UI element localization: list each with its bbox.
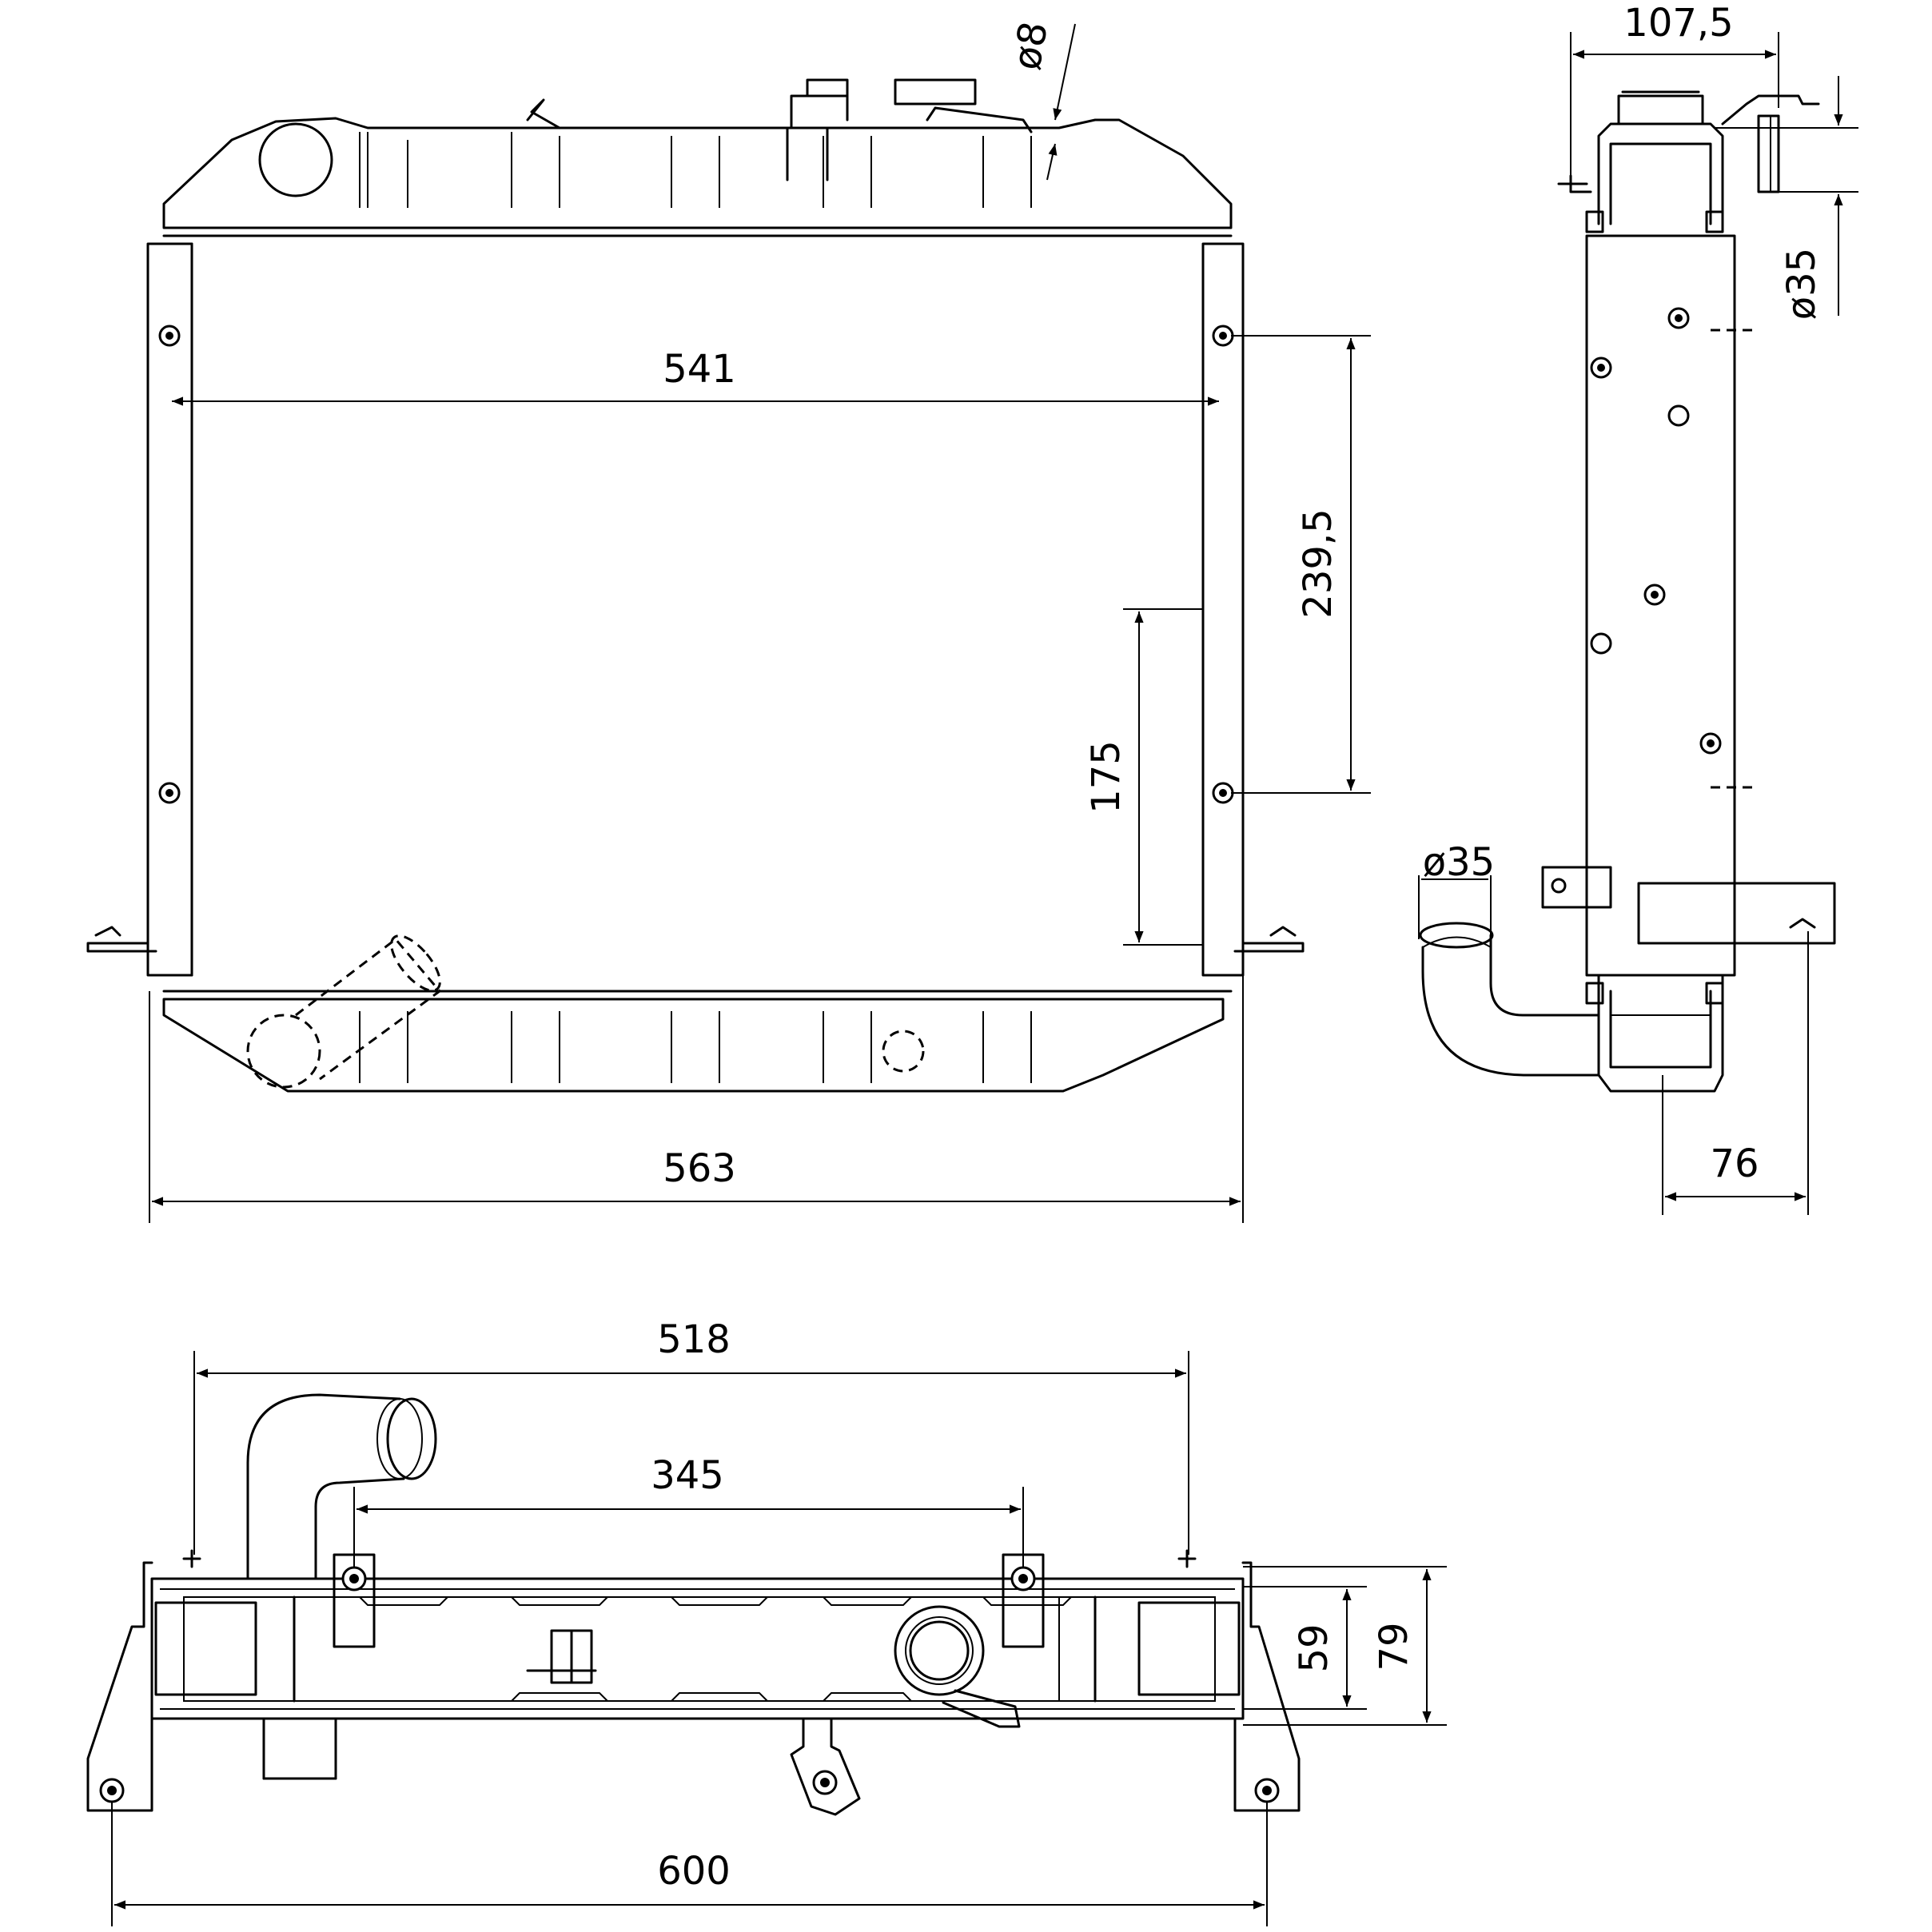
- dim-front-core-width: 541: [663, 347, 736, 392]
- dim-front-lower-height: 175: [1084, 740, 1129, 814]
- dim-bottom-depth-inner: 59: [1292, 1623, 1336, 1672]
- dim-bottom-mount-spacing: 345: [651, 1453, 724, 1498]
- dim-side-outlet-offset: 76: [1710, 1141, 1759, 1186]
- dim-front-cap-diameter: ø8: [1004, 18, 1057, 74]
- dim-side-depth: 107,5: [1623, 1, 1733, 46]
- dim-side-inlet-diameter: ø35: [1779, 248, 1824, 320]
- dim-bottom-overall-width: 600: [657, 1849, 731, 1894]
- dim-front-mount-spacing: 239,5: [1296, 508, 1340, 618]
- dim-front-overall-width: 563: [663, 1146, 736, 1191]
- front-dimensions: 541 563 239,5 175 ø8: [149, 18, 1371, 1223]
- front-view: [86, 78, 1305, 1093]
- bottom-view: [86, 1393, 1301, 1816]
- side-dimensions: 107,5 ø35 ø35 76: [1418, 1, 1858, 1215]
- dim-side-outlet-diameter: ø35: [1423, 840, 1495, 885]
- dim-bottom-tank-width: 518: [657, 1317, 731, 1362]
- side-view: [1419, 90, 1836, 1093]
- bottom-dimensions: 518 345 600 59 79: [111, 1317, 1447, 1926]
- dim-bottom-depth-outer: 79: [1372, 1622, 1416, 1671]
